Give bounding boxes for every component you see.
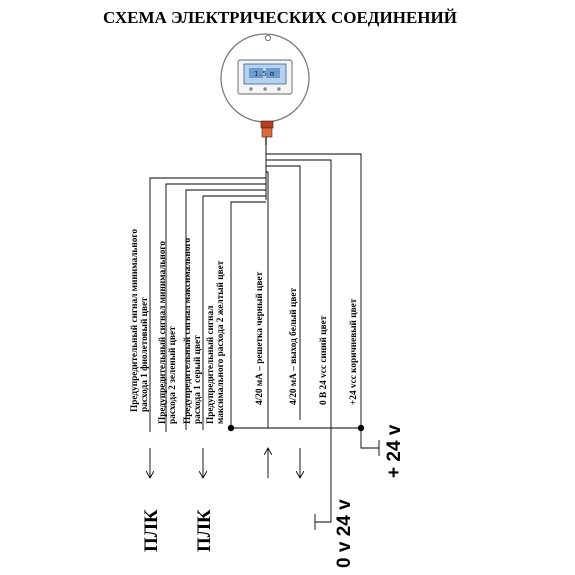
plus24-label: + 24 v [384,424,405,478]
flow-sensor: 1.5 m [220,33,310,145]
wire-bundle [149,145,380,530]
wire-white [266,165,301,420]
junction-left [227,424,235,432]
diagram-title: СХЕМА ЭЛЕКТРИЧЕСКИХ СОЕДИНЕНИЙ [103,8,457,27]
label-white: 4/20 мА – выход белый цвет [288,288,299,405]
button-left-icon [249,87,253,91]
wire-blue [266,159,332,510]
label-grey-line2: расхода 1 серый цвет [192,335,203,424]
wire-grey [185,189,266,430]
top-screw-icon [264,35,271,42]
button-mid-icon [263,87,267,91]
lcd-value: 1.5 [254,70,267,78]
wire-violet [149,177,266,432]
cable-gland-bottom [261,127,273,138]
label-grey-line1: Предупредительный сигнал максимального [182,238,193,424]
signal-arrows [150,448,300,478]
junction-right [357,424,365,432]
wire-common [230,201,266,428]
plc-label-right: ПЛК [194,509,215,552]
label-black: 4/20 мА – решетка черный цвет [254,271,265,405]
label-brown: +24 vcc коричневый цвет [348,298,359,405]
plc-label-left: ПЛК [141,509,162,552]
label-yellow-line1: Предупредительный сигнал [205,306,216,424]
cable-gland-top [260,120,274,129]
lcd-unit: m [270,70,274,78]
junctions [227,424,365,432]
lcd-segment-right [266,68,280,78]
label-blue: 0 В 24 vcc синий цвет [318,315,329,405]
wire-brown [266,153,362,428]
button-right-icon [277,87,281,91]
wire-black [266,171,269,428]
plus24-lead [360,428,379,449]
label-violet-line1: Предупредительный сигнал минимального [129,229,140,412]
wire-green [165,183,266,432]
zero-lead [315,510,332,523]
label-violet-line2: расхода 1 фиолетовый цвет [139,297,150,412]
label-green-line1: Предупредительный сигнал минимального [157,241,168,424]
label-yellow-line2: максимального расхода 2 желтый цвет [215,260,226,424]
wire-labels: Предупредительный сигнал минимального ра… [129,229,359,424]
lcd-segment-left [249,68,263,78]
zero-v-label: 0 v 24 v [334,499,355,568]
wire-yellow [202,195,266,430]
label-green-line2: расхода 2 зеленый цвет [167,326,178,424]
